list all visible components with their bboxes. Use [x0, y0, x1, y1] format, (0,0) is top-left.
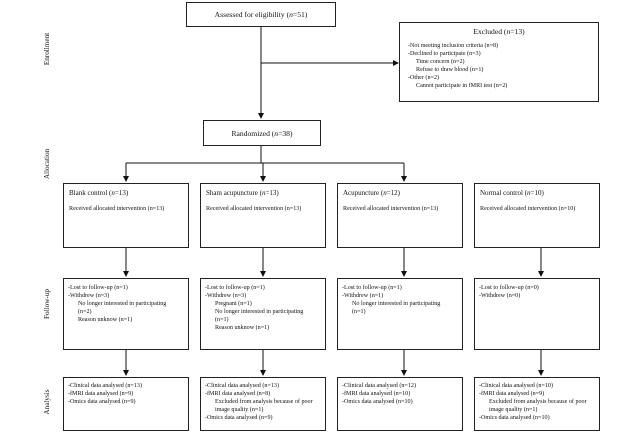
- followup-line: -Lost to follow-up (n=0): [479, 285, 539, 291]
- stage-label-analysis: Analysis: [43, 389, 51, 415]
- analysis-line: -Clinical data analysed (n=12): [342, 383, 416, 389]
- group-received: Received allocated intervention (n=13): [69, 206, 165, 212]
- assessed-label: Assessed for eligibility (n=51): [214, 10, 308, 19]
- analysis-line: -fMRI data analysed (n=8): [205, 391, 271, 397]
- followup-line: -Withdrew (n=1): [342, 293, 384, 299]
- stage-label-allocation: Allocation: [43, 148, 51, 180]
- analysis-line: -Omics data analysed (n=10): [342, 399, 413, 405]
- followup-line: (n=1): [215, 317, 229, 323]
- analysis-line: -fMRI data analysed (n=9): [68, 391, 134, 397]
- group-title: Normal control (n=10): [480, 189, 544, 197]
- followup-line: (n=2): [78, 309, 92, 315]
- followup-box-sham-acupuncture: -Lost to follow-up (n=1) -Withdrew (n=3)…: [200, 278, 326, 350]
- stage-label-enrollment: Enrollment: [43, 32, 51, 66]
- randomized-label: Randomized (n=38): [231, 129, 293, 138]
- followup-line: Pregnant (n=1): [215, 301, 252, 307]
- followup-line: (n=1): [352, 309, 366, 315]
- excluded-line: -Not meeting inclusion criteria (n=8): [408, 43, 499, 49]
- followup-box-acupuncture: -Lost to follow-up (n=1) -Withdrew (n=1)…: [337, 278, 463, 350]
- excluded-box: Excluded (n=13) -Not meeting inclusion c…: [399, 22, 599, 102]
- followup-line: -Withdrew (n=3): [205, 293, 247, 299]
- group-title: Blank control (n=13): [69, 189, 129, 197]
- followup-line: -Lost to follow-up (n=1): [342, 285, 402, 291]
- analysis-line: image quality (n=1): [489, 407, 538, 413]
- group-box-normal-control: Normal control (n=10) Received allocated…: [474, 183, 600, 248]
- analysis-line: -Clinical data analysed (n=10): [479, 383, 553, 389]
- group-box-sham-acupuncture: Sham acupuncture (n=13) Received allocat…: [200, 183, 326, 248]
- randomized-box: Randomized (n=38): [203, 120, 321, 146]
- analysis-line: -Omics data analysed (n=9): [68, 399, 136, 405]
- followup-line: Reason unknow (n=1): [215, 325, 270, 331]
- followup-box-blank-control: -Lost to follow-up (n=1) -Withdrew (n=3)…: [63, 278, 189, 350]
- excluded-line: Refuse to draw blood (n=1): [416, 67, 484, 73]
- group-title: Acupuncture (n=12): [343, 189, 401, 197]
- excluded-line: -Other (n=2): [408, 75, 440, 81]
- followup-line: -Lost to follow-up (n=1): [68, 285, 128, 291]
- stage-label-follow-up: Follow-up: [43, 289, 51, 319]
- analysis-box-acupuncture: -Clinical data analysed (n=12) -fMRI dat…: [337, 377, 463, 431]
- analysis-line: -fMRI data analysed (n=9): [479, 391, 545, 397]
- analysis-box-sham-acupuncture: -Clinical data analysed (n=13) -fMRI dat…: [200, 377, 326, 431]
- followup-line: No longer interested in participating: [78, 301, 167, 307]
- followup-line: -Withdrew (n=3): [68, 293, 110, 299]
- analysis-box-normal-control: -Clinical data analysed (n=10) -fMRI dat…: [474, 377, 600, 431]
- group-received: Received allocated intervention (n=13): [206, 206, 302, 212]
- group-title: Sham acupuncture (n=13): [206, 189, 279, 197]
- group-received: Received allocated intervention (n=10): [480, 206, 576, 212]
- analysis-line: -Clinical data analysed (n=13): [68, 383, 142, 389]
- excluded-line: -Declined to participate (n=3): [408, 51, 481, 57]
- group-box-blank-control: Blank control (n=13) Received allocated …: [63, 183, 189, 248]
- excluded-line: Time concern (n=2): [416, 59, 465, 65]
- analysis-line: -Omics data analysed (n=10): [479, 415, 550, 421]
- followup-box-normal-control: -Lost to follow-up (n=0) -Withdrew (n=0): [474, 278, 600, 350]
- analysis-line: image quality (n=1): [215, 407, 264, 413]
- assessed-box: Assessed for eligibility (n=51): [186, 2, 336, 27]
- followup-line: Reason unknow (n=1): [78, 317, 133, 323]
- analysis-line: -fMRI data analysed (n=10): [342, 391, 411, 397]
- analysis-line: Excluded from analysis because of poor: [489, 399, 587, 405]
- followup-line: No longer interested in participating: [352, 301, 441, 307]
- analysis-line: -Clinical data analysed (n=13): [205, 383, 279, 389]
- followup-line: -Lost to follow-up (n=1): [205, 285, 265, 291]
- group-received: Received allocated intervention (n=13): [343, 206, 439, 212]
- group-box-acupuncture: Acupuncture (n=12) Received allocated in…: [337, 183, 463, 248]
- excluded-line: Cannot participate in fMRI test (n=2): [416, 83, 508, 89]
- excluded-title: Excluded (n=13): [473, 27, 525, 36]
- analysis-line: Excluded from analysis because of poor: [215, 399, 313, 405]
- analysis-line: -Omics data analysed (n=9): [205, 415, 273, 421]
- analysis-box-blank-control: -Clinical data analysed (n=13) -fMRI dat…: [63, 377, 189, 431]
- followup-line: No longer interested in participating: [215, 309, 304, 315]
- followup-line: -Withdrew (n=0): [479, 293, 521, 299]
